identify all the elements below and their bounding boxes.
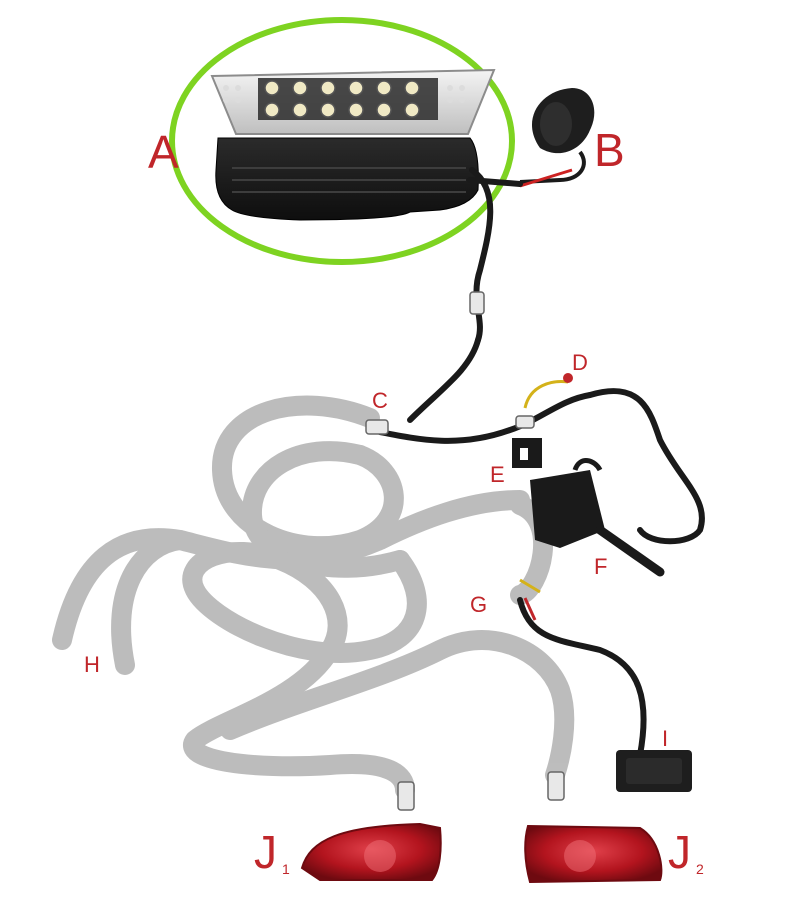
label-f: F bbox=[594, 554, 607, 579]
fuse-d bbox=[523, 373, 573, 409]
label-a: A bbox=[148, 126, 179, 178]
label-e: E bbox=[490, 462, 505, 487]
connector-g bbox=[519, 578, 541, 621]
turn-signal-switch-f bbox=[530, 458, 665, 577]
highlight-circle bbox=[169, 17, 515, 265]
tail-light-j1 bbox=[300, 822, 442, 881]
main-harness bbox=[52, 395, 575, 800]
label-h: H bbox=[84, 652, 100, 677]
label-j1-subscript: 1 bbox=[282, 861, 290, 877]
label-j2-subscript: 2 bbox=[696, 861, 704, 877]
led-light-bar-a bbox=[210, 68, 496, 221]
key-switch-e bbox=[512, 438, 542, 468]
tail-light-j2 bbox=[524, 824, 663, 884]
label-j1: J bbox=[254, 826, 277, 878]
control-box-i bbox=[616, 750, 692, 792]
label-c: C bbox=[372, 388, 388, 413]
horn-b bbox=[519, 88, 595, 188]
connectors bbox=[365, 291, 565, 811]
label-d: D bbox=[572, 350, 588, 375]
label-b: B bbox=[594, 124, 625, 176]
wiring bbox=[377, 167, 705, 758]
label-j2: J bbox=[668, 826, 691, 878]
label-g: G bbox=[470, 592, 487, 617]
label-i: I bbox=[662, 726, 668, 751]
